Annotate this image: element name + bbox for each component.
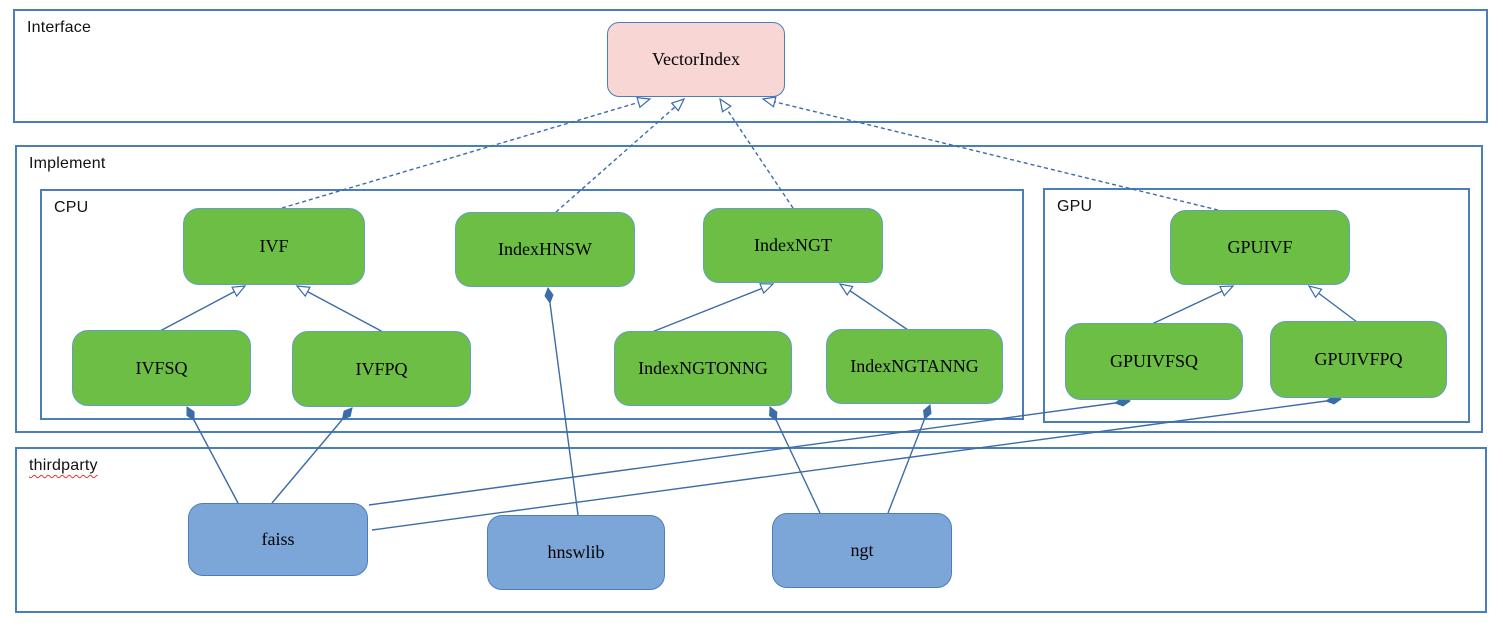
node-faiss-label: faiss [261, 529, 295, 549]
edge-IndexNGTANNG-IndexNGT [838, 283, 909, 331]
node-GPUIVF: GPUIVF [1170, 210, 1350, 285]
node-GPUIVF-label: GPUIVF [1227, 237, 1293, 257]
node-IndexNGTANNG: IndexNGTANNG [826, 329, 1003, 404]
edge-IndexNGT-VectorIndex [719, 97, 794, 209]
node-VectorIndex-label: VectorIndex [652, 49, 740, 69]
node-IVFSQ-label: IVFSQ [135, 357, 188, 378]
edge-IndexHNSW-VectorIndex [555, 97, 686, 213]
edge-IVFPQ-IVF [295, 285, 384, 333]
edge-lines [159, 96, 1358, 531]
node-IVFPQ: IVFPQ [292, 331, 471, 407]
node-IndexNGT-label: IndexNGT [754, 235, 832, 255]
section-cpu-label: CPU [54, 199, 89, 216]
node-hnswlib: hnswlib [487, 515, 665, 590]
node-IVF: IVF [183, 208, 365, 285]
node-GPUIVFPQ-label: GPUIVFPQ [1314, 349, 1403, 369]
node-GPUIVFSQ-label: GPUIVFSQ [1109, 351, 1199, 371]
node-ngt: ngt [772, 513, 952, 588]
node-IVFPQ-label: IVFPQ [355, 358, 408, 379]
section-gpu-label: GPU [1057, 198, 1093, 215]
section-interface-label: Interface [27, 19, 92, 36]
node-IndexNGTONNG-label: IndexNGTONNG [638, 358, 768, 378]
section-gpu-frame: GPU [1043, 188, 1470, 423]
node-IndexNGTANNG-label: IndexNGTANNG [850, 356, 979, 376]
section-implement-frame: Implement [15, 145, 1483, 433]
node-GPUIVFSQ: GPUIVFSQ [1065, 323, 1243, 400]
edge-ngt-IndexNGTONNG [770, 407, 821, 514]
edge-faiss-IVFSQ [186, 407, 239, 504]
edge-GPUIVFPQ-GPUIVF [1307, 285, 1358, 323]
section-thirdparty-label: thirdparty [29, 457, 98, 474]
node-IndexHNSW: IndexHNSW [455, 212, 635, 287]
node-IVFSQ: IVFSQ [72, 330, 251, 406]
node-IVF-label: IVF [259, 236, 289, 256]
edge-ngt-IndexNGTANNG [887, 405, 930, 514]
node-IndexHNSW-label: IndexHNSW [498, 239, 592, 259]
edge-IVF-VectorIndex [281, 96, 652, 209]
edge-IVFSQ-IVF [159, 285, 247, 332]
node-ngt-label: ngt [850, 540, 874, 560]
edge-faiss-GPUIVFPQ [371, 399, 1341, 531]
section-thirdparty-frame: thirdparty [15, 447, 1487, 613]
node-faiss: faiss [188, 503, 368, 576]
edge-IndexNGTONNG-IndexNGT [651, 283, 775, 333]
edge-GPUIVFSQ-GPUIVF [1151, 285, 1235, 325]
node-IndexNGT: IndexNGT [703, 208, 883, 283]
section-implement-label: Implement [29, 155, 106, 172]
section-cpu-frame: CPU [40, 189, 1024, 420]
node-hnswlib-label: hnswlib [547, 542, 605, 562]
node-VectorIndex: VectorIndex [607, 22, 785, 97]
edge-faiss-IVFPQ [271, 408, 352, 504]
section-interface-frame: Interface [13, 9, 1488, 123]
node-GPUIVFPQ: GPUIVFPQ [1270, 321, 1447, 398]
edge-faiss-GPUIVFSQ [368, 401, 1130, 506]
edge-GPUIVF-VectorIndex [761, 96, 1219, 211]
node-IndexNGTONNG: IndexNGTONNG [614, 331, 792, 406]
